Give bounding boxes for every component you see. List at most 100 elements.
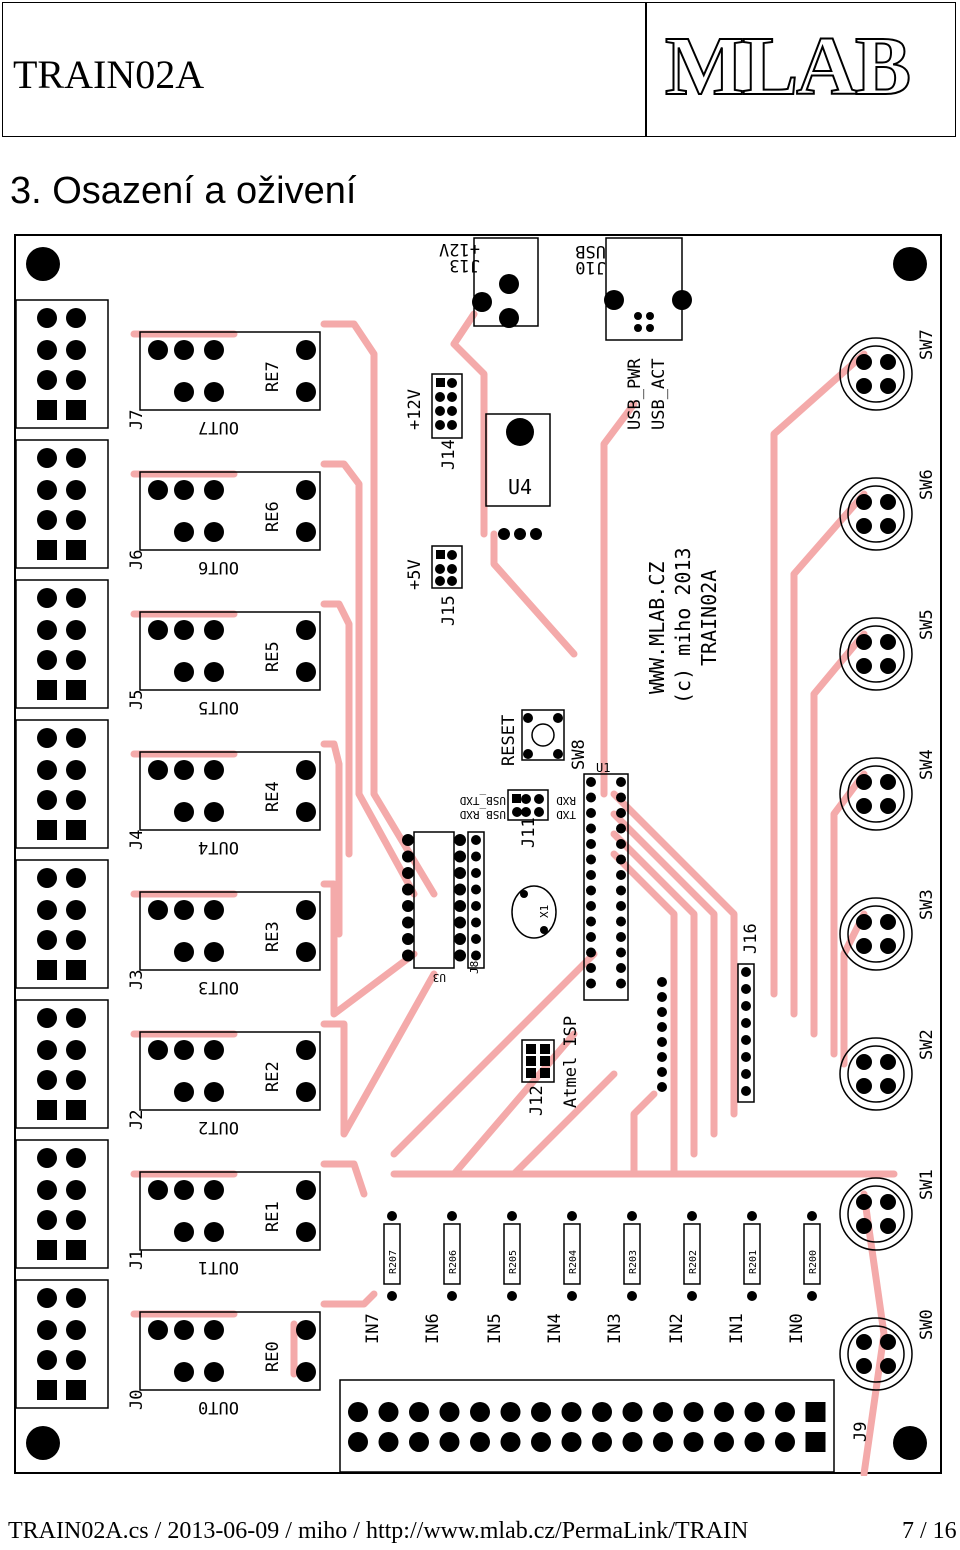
mcu-u1	[583, 773, 629, 1001]
j15-label: J15	[439, 595, 459, 626]
switch-sw3	[839, 897, 913, 971]
switch-sw4	[839, 757, 913, 831]
switch-sw0	[839, 1317, 913, 1391]
switch-label: SW3	[917, 889, 937, 920]
resistor-label: R205	[508, 1250, 519, 1274]
u3-label: U3	[433, 971, 446, 984]
page-header: TRAIN02A MLAB	[2, 2, 956, 137]
input-label: IN1	[727, 1313, 747, 1344]
output-label: OUT0	[198, 1397, 239, 1417]
relay-blocks	[139, 331, 321, 1391]
usb-connector-j10	[604, 237, 692, 341]
relay-label: RE7	[263, 361, 283, 392]
mlab-logo: MLAB	[664, 20, 912, 113]
resistor-r201	[743, 1211, 761, 1301]
output-label: OUT4	[198, 837, 239, 857]
footer-page-number: 7 / 16	[902, 1518, 957, 1544]
output-label: OUT7	[198, 417, 239, 437]
relay-label: RE1	[263, 1201, 283, 1232]
j8-label: J8	[468, 961, 481, 974]
switch-label: SW5	[917, 609, 937, 640]
connector-label: J0	[127, 1390, 147, 1410]
switch-sw7	[839, 337, 913, 411]
switch-sw2	[839, 1037, 913, 1111]
crystal-x1	[511, 885, 557, 939]
resistor-r205	[503, 1211, 521, 1301]
j14-label: J14	[439, 439, 459, 470]
input-label: IN5	[485, 1313, 505, 1344]
output-label: OUT2	[198, 1117, 239, 1137]
resistor-r204	[563, 1211, 581, 1301]
txd-label: TXD	[556, 808, 576, 821]
push-switches	[839, 337, 913, 1391]
resistor-r203	[623, 1211, 641, 1301]
j9-label: J9	[851, 1422, 871, 1442]
input-label: IN7	[363, 1313, 383, 1344]
board-url: WWW.MLAB.CZ	[645, 562, 669, 694]
switch-sw6	[839, 477, 913, 551]
relay-label: RE0	[263, 1341, 283, 1372]
resistor-label: R203	[628, 1250, 639, 1274]
input-label: IN4	[545, 1313, 565, 1344]
j11-label: J11	[519, 817, 539, 848]
input-connector-j9	[339, 1379, 835, 1473]
input-label: IN3	[605, 1313, 625, 1344]
output-label: OUT5	[198, 697, 239, 717]
j13-label: J13	[449, 255, 480, 275]
resistor-r207	[383, 1211, 401, 1301]
rxd-label: RXD	[556, 794, 576, 807]
relay-label: RE4	[263, 781, 283, 812]
connector-label: J3	[127, 970, 147, 990]
switch-label: SW7	[917, 329, 937, 360]
sw8-label: SW8	[569, 739, 589, 770]
switch-label: SW1	[917, 1169, 937, 1200]
j15-voltage-label: +5V	[405, 559, 425, 590]
header-j16	[657, 963, 755, 1103]
document-title: TRAIN02A	[13, 52, 205, 97]
switch-label: SW2	[917, 1029, 937, 1060]
u4-label: U4	[508, 475, 532, 499]
ic-u3	[402, 831, 466, 969]
j13-voltage-label: +12V	[439, 239, 480, 259]
resistor-label: R201	[748, 1250, 759, 1274]
footer-document-info: TRAIN02A.cs / 2013-06-09 / miho / http:/…	[8, 1518, 749, 1544]
relay-label: RE6	[263, 501, 283, 532]
j10-usb-label: USB	[575, 241, 606, 261]
resistor-r206	[443, 1211, 461, 1301]
switch-label: SW6	[917, 469, 937, 500]
usb-pwr-label: USB_PWR	[625, 358, 645, 430]
connector-label: J4	[127, 830, 147, 850]
resistor-label: R202	[688, 1250, 699, 1274]
board-copyright: (c) miho 2013	[671, 547, 695, 704]
resistor-label: R200	[808, 1250, 819, 1274]
usb-act-label: USB_ACT	[649, 358, 669, 430]
reset-switch-sw8	[521, 709, 565, 761]
j10-label: J10	[575, 257, 606, 277]
switch-label: SW0	[917, 1309, 937, 1340]
header-divider	[645, 3, 647, 136]
j14-header	[431, 373, 463, 439]
usb-rxd-label: USB_RXD	[460, 808, 506, 821]
header-j8	[467, 831, 485, 969]
section-heading: 3. Osazení a oživení	[10, 170, 357, 212]
power-jack-j13	[472, 237, 539, 328]
u1-label: U1	[596, 761, 610, 775]
switch-label: SW4	[917, 749, 937, 780]
board-name-label: TRAIN02A	[697, 570, 721, 666]
j14-voltage-label: +12V	[405, 389, 425, 430]
j12-label: J12	[527, 1085, 547, 1116]
resistor-label: R206	[448, 1250, 459, 1274]
relay-label: RE2	[263, 1061, 283, 1092]
output-connector-blocks	[15, 299, 109, 1409]
connector-label: J7	[127, 410, 147, 430]
usb-txd-label: USB_TXD	[460, 794, 506, 807]
switch-sw1	[839, 1177, 913, 1251]
resistor-r200	[803, 1211, 821, 1301]
atmel-isp-label: Atmel ISP	[561, 1016, 581, 1108]
input-resistors	[383, 1211, 821, 1301]
regulator-u4	[485, 413, 551, 540]
copper-traces	[130, 310, 898, 1476]
j15-header	[431, 545, 463, 589]
connector-label: J2	[127, 1110, 147, 1130]
switch-sw5	[839, 617, 913, 691]
